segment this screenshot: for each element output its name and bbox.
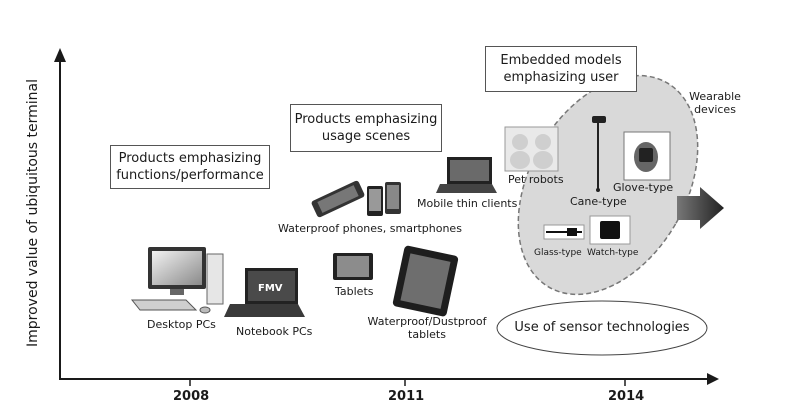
waterproof-phones-label: Waterproof phones, smartphones [278, 222, 462, 235]
y-axis-label: Improved value of ubiquitous terminal [25, 79, 41, 347]
glass-type-label: Glass-type [534, 248, 582, 258]
fmv-logo-text: FMV [258, 283, 283, 294]
tablets-label: Tablets [335, 285, 374, 298]
usage-category-box: Products emphasizing usage scenes [290, 104, 442, 152]
x-tick-label: 2011 [388, 389, 425, 404]
pet-robots-image [504, 126, 559, 172]
glove-image [623, 131, 671, 181]
desktop-pc-image [130, 247, 224, 314]
tablet-image [333, 253, 373, 280]
cane-type-label: Cane-type [570, 195, 627, 208]
cane-image [592, 116, 606, 192]
axes [54, 48, 719, 386]
watch-image [589, 215, 631, 245]
notebook-pc-image [224, 268, 305, 317]
desktop-pcs-label: Desktop PCs [147, 318, 216, 331]
mobile-thin-client-image [436, 157, 497, 193]
phones-image [311, 180, 401, 218]
y-axis-arrowhead [54, 48, 66, 62]
sensor-ellipse [496, 300, 708, 356]
notebook-pcs-label: Notebook PCs [236, 325, 313, 338]
wearable-ellipse [517, 74, 699, 296]
watch-type-label: Watch-type [587, 248, 639, 258]
progress-arrow [677, 187, 724, 229]
mobile-thin-clients-label: Mobile thin clients [417, 197, 518, 210]
embedded-category-box: Embedded models emphasizing user [485, 46, 637, 92]
wearable-devices-label: Wearable devices [689, 90, 741, 116]
x-axis-arrowhead [707, 373, 719, 385]
x-tick-label: 2008 [173, 389, 210, 404]
waterproof-tablet-image [392, 245, 459, 317]
pet-robots-label: Pet robots [508, 173, 564, 186]
sensor-technologies-label: Use of sensor technologies [514, 320, 690, 335]
x-tick-label: 2014 [608, 389, 645, 404]
functions-category-box: Products emphasizing functions/performan… [110, 145, 270, 189]
glass-image [543, 224, 585, 240]
waterproof-tablets-label: Waterproof/Dustproof tablets [367, 315, 487, 341]
glove-type-label: Glove-type [613, 181, 674, 194]
